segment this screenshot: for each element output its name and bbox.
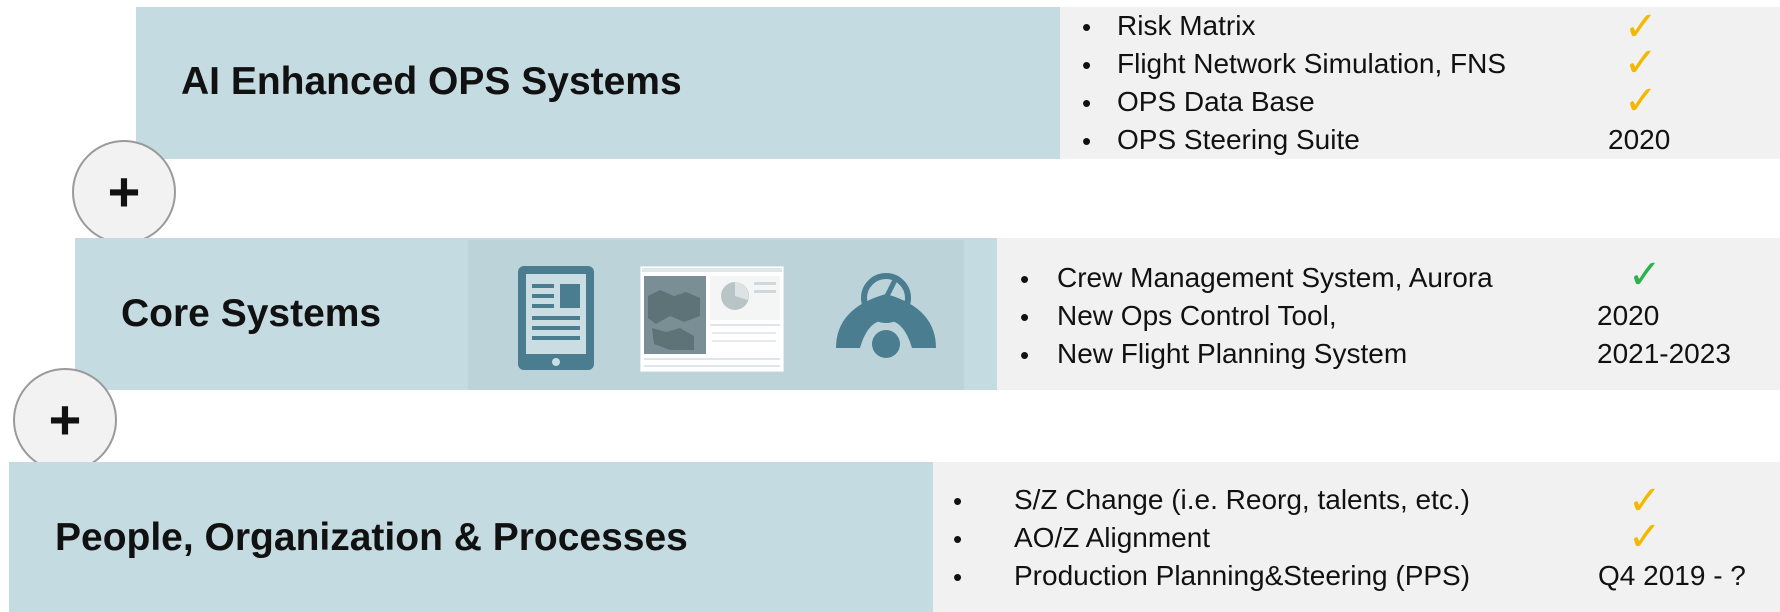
bullet: • <box>1020 302 1030 332</box>
section-title: Core Systems <box>121 292 382 335</box>
status-label: Q4 2019 - ? <box>1598 560 1746 591</box>
bullet: • <box>1082 88 1092 118</box>
check-icon: ✓ <box>1624 78 1658 124</box>
dashboard-screenshot-icon <box>639 265 785 373</box>
plus-connector: + <box>72 140 176 244</box>
bullet: • <box>1082 12 1092 42</box>
bullet: • <box>1020 340 1030 370</box>
section-ai-ops-band <box>136 7 1060 159</box>
bullet: • <box>1082 50 1092 80</box>
list-item: Risk Matrix <box>1117 10 1256 41</box>
list-item: S/Z Change (i.e. Reorg, talents, etc.) <box>1014 484 1470 515</box>
status-label: 2021-2023 <box>1597 338 1731 369</box>
list-item: Flight Network Simulation, FNS <box>1117 48 1507 79</box>
list-item: Production Planning&Steering (PPS) <box>1014 560 1471 591</box>
list-item: AO/Z Alignment <box>1014 522 1211 553</box>
list-item: OPS Steering Suite <box>1117 124 1360 155</box>
check-icon: ✓ <box>1624 40 1658 86</box>
status-label: 2020 <box>1597 300 1660 331</box>
check-icon: ✓ <box>1628 478 1662 524</box>
gauge-icon <box>832 268 940 360</box>
list-item: New Flight Planning System <box>1057 338 1408 369</box>
bullet: • <box>1020 264 1030 294</box>
section-title: People, Organization & Processes <box>55 516 688 559</box>
bullet: • <box>953 486 963 516</box>
list-item: Crew Management System, Aurora <box>1057 262 1493 293</box>
bullet: • <box>953 562 963 592</box>
status-label: 2020 <box>1608 124 1671 155</box>
list-item: New Ops Control Tool, <box>1057 300 1337 331</box>
check-icon: ✓ <box>1628 252 1662 298</box>
tablet-icon <box>516 264 596 372</box>
check-icon: ✓ <box>1624 4 1658 50</box>
plus-connector: + <box>13 368 117 472</box>
section-title: AI Enhanced OPS Systems <box>181 60 682 103</box>
list-item: OPS Data Base <box>1117 86 1315 117</box>
section-people-band <box>9 462 933 612</box>
bullet: • <box>1082 126 1092 156</box>
section-ai-ops-panel <box>1060 7 1780 159</box>
section-people-panel <box>933 462 1780 612</box>
check-icon: ✓ <box>1628 514 1662 560</box>
section-core-panel <box>997 238 1780 390</box>
bullet: • <box>953 524 963 554</box>
